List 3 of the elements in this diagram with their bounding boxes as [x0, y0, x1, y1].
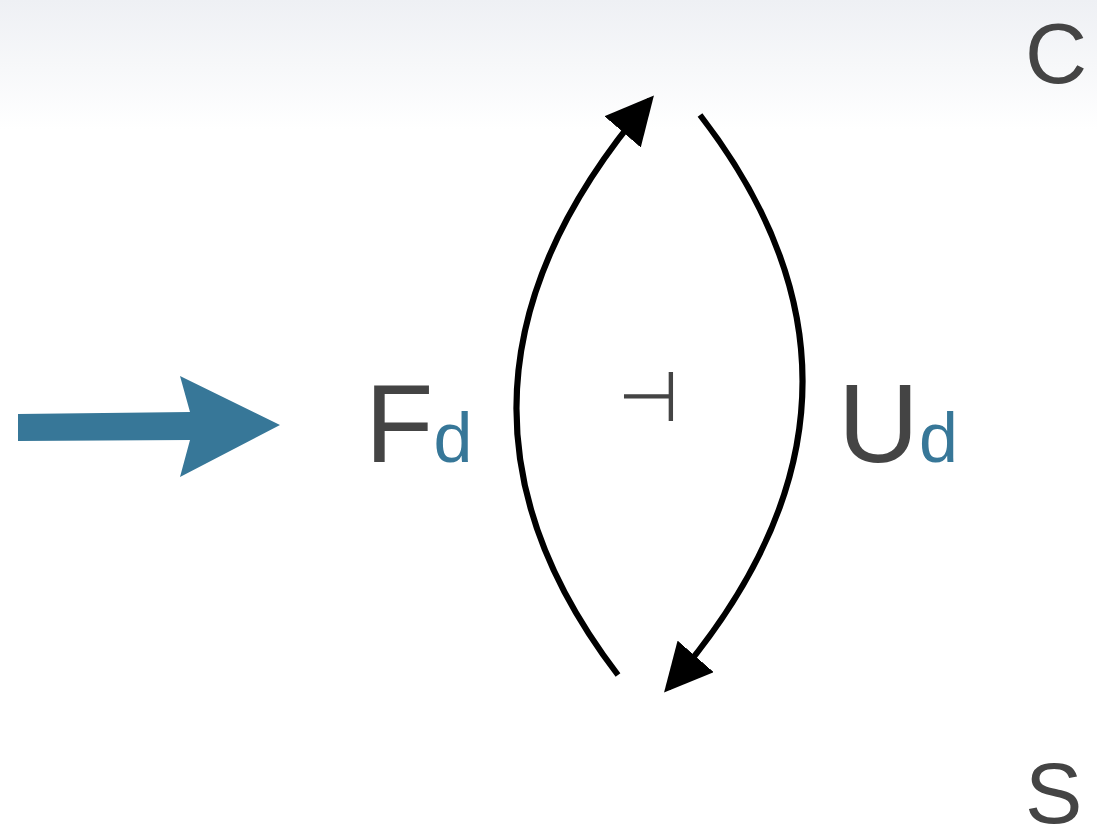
- inhibition-symbol: ⊣: [618, 362, 679, 432]
- corner-letter: C: [1025, 10, 1088, 96]
- corner-letter: S: [1025, 750, 1083, 836]
